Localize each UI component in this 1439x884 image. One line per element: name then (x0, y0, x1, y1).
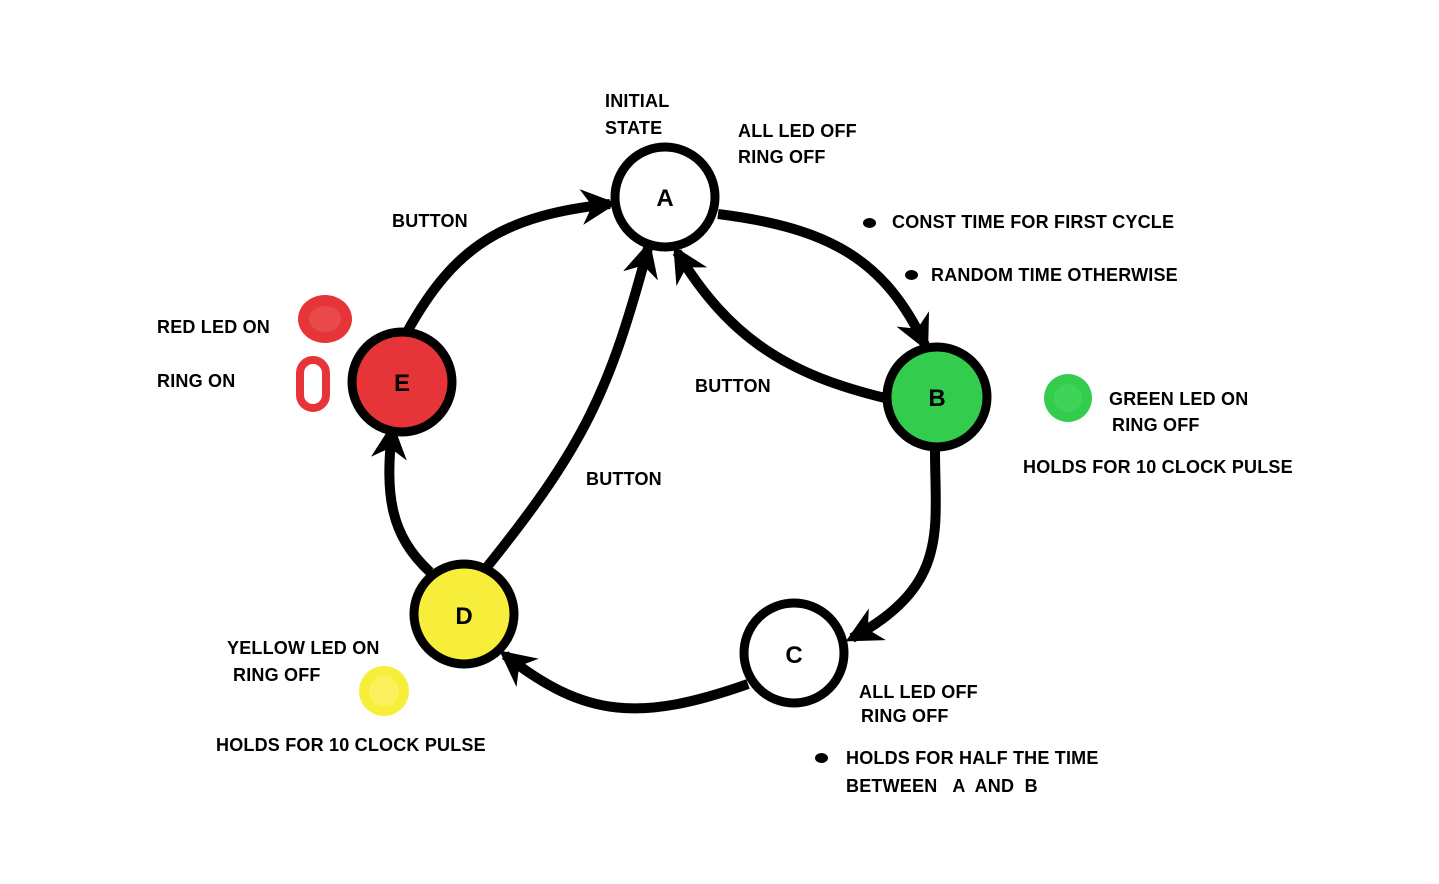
initial-state-label-line2: STATE (605, 118, 663, 138)
initial-state-label: INITIAL STATE (605, 88, 669, 141)
state-b-circle (882, 342, 992, 452)
transition-b-to-a (672, 245, 887, 403)
state-a-description: ALL LED OFF RING OFF (738, 118, 857, 170)
state-c: C (739, 598, 849, 708)
state-e-led-label: RED LED ON (157, 317, 271, 337)
state-c-hold-note: HOLDS FOR HALF THE TIME BETWEEN A AND B (846, 745, 1099, 799)
state-b-hold-note: HOLDS FOR 10 CLOCK PULSE (1023, 457, 1293, 477)
transition-a-to-b (717, 209, 930, 352)
state-b-description-line1: GREEN LED ON (1109, 389, 1249, 409)
state-e: E (347, 327, 457, 437)
button-label-e-to-a: BUTTON (392, 211, 468, 231)
state-a-description-line2: RING OFF (738, 147, 826, 167)
state-c-description-line2: RING OFF (861, 706, 949, 726)
button-label-b-to-a: BUTTON (695, 376, 771, 396)
state-e-ring-label: RING ON (157, 371, 236, 391)
transition-d-to-e (371, 422, 434, 576)
ring-on-icon (296, 356, 330, 412)
state-b: B (882, 342, 992, 452)
yellow-led-icon (359, 666, 409, 716)
state-b-description-line2: RING OFF (1112, 415, 1200, 435)
initial-state-label-line1: INITIAL (605, 91, 670, 111)
state-d-circle (409, 559, 519, 669)
state-a: A (610, 142, 720, 252)
state-a-circle (610, 142, 720, 252)
bullet-icon (905, 270, 918, 280)
ab-timing-note-2: RANDOM TIME OTHERWISE (931, 265, 1178, 285)
state-d-letter: D (455, 603, 472, 630)
state-c-description-line1: ALL LED OFF (859, 682, 978, 702)
state-b-description: GREEN LED ON RING OFF (1109, 386, 1248, 438)
state-d-description: YELLOW LED ON RING OFF (227, 635, 380, 688)
state-a-description-line1: ALL LED OFF (738, 121, 857, 141)
transition-d-to-a (483, 241, 658, 571)
state-c-hold-note-line2: BETWEEN A AND B (846, 776, 1038, 796)
state-e-circle (347, 327, 457, 437)
state-d-description-line2: RING OFF (233, 665, 321, 685)
state-c-description: ALL LED OFF RING OFF (859, 679, 978, 729)
transition-e-to-a (402, 189, 618, 335)
bullet-icon (863, 218, 876, 228)
state-d-hold-note: HOLDS FOR 10 CLOCK PULSE (216, 735, 486, 755)
state-e-letter: E (394, 370, 410, 397)
state-c-circle (739, 598, 849, 708)
green-led-icon (1044, 374, 1092, 422)
state-c-hold-note-line1: HOLDS FOR HALF THE TIME (846, 748, 1099, 768)
state-b-letter: B (928, 385, 945, 412)
button-label-d-to-a: BUTTON (586, 469, 662, 489)
state-d: D (409, 559, 519, 669)
red-led-icon (298, 295, 352, 343)
state-d-description-line1: YELLOW LED ON (227, 638, 380, 658)
state-c-letter: C (785, 642, 802, 669)
state-a-letter: A (656, 185, 673, 212)
bullet-icon (815, 753, 828, 763)
transition-c-to-d (499, 650, 750, 714)
transition-b-to-c (845, 449, 941, 643)
ab-timing-note-1: CONST TIME FOR FIRST CYCLE (892, 212, 1175, 232)
